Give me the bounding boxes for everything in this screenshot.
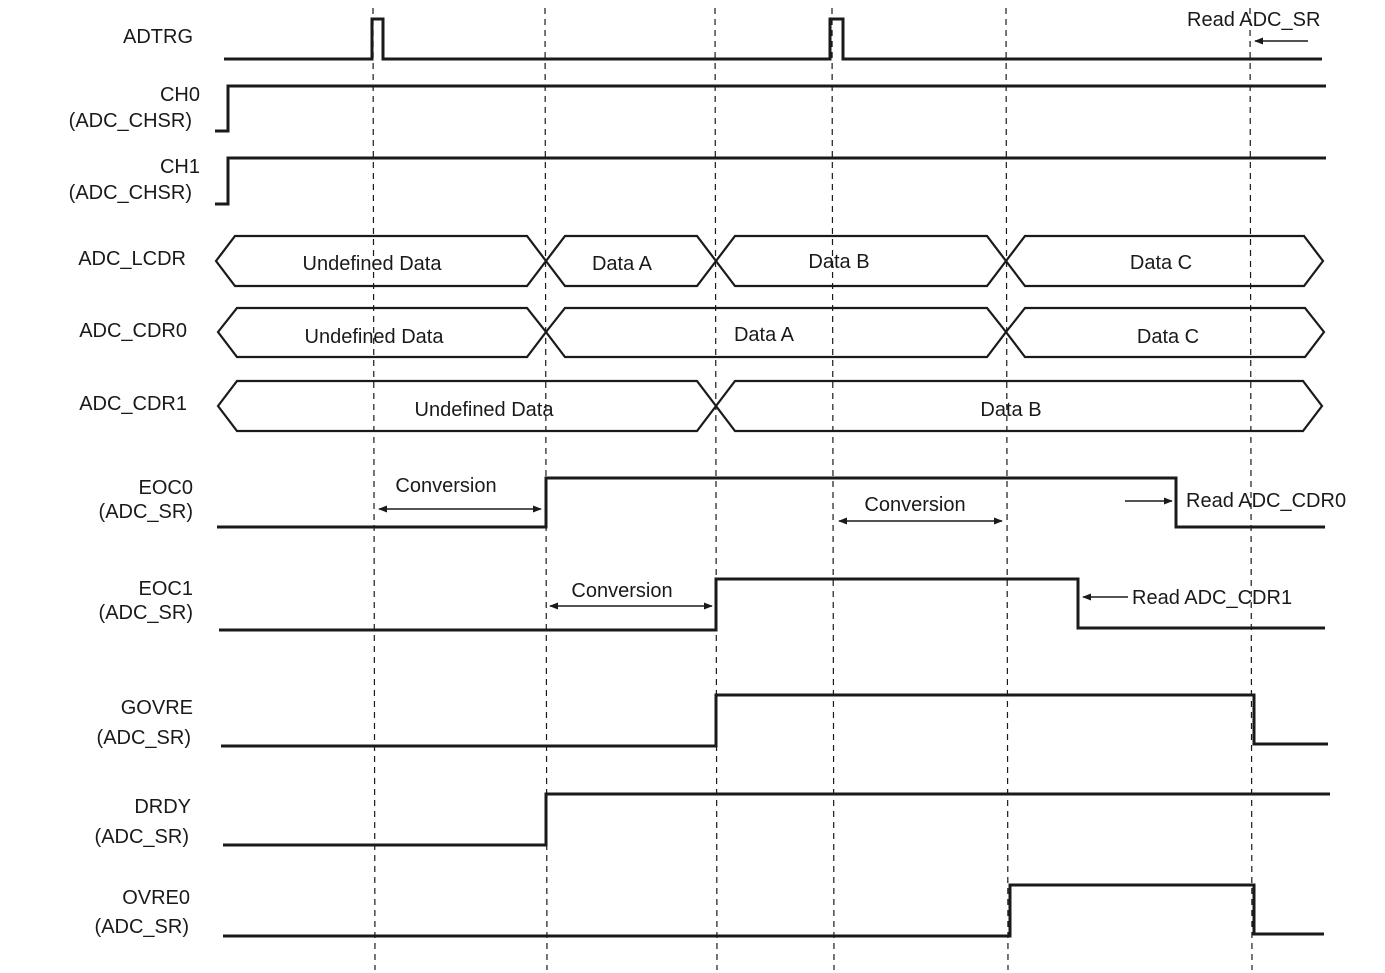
bus-cdr0-label-undefined: Undefined Data [305, 326, 445, 348]
wave-ch1 [215, 156, 1326, 206]
bus-lcdr-label-data-b: Data B [808, 251, 869, 273]
label-ch1: CH1 [160, 156, 200, 178]
guide-read-sr [1249, 7, 1253, 971]
waveforms [215, 17, 1330, 938]
conversion-label-eoc0-second: Conversion [864, 494, 965, 516]
wave-drdy [223, 792, 1330, 847]
label-drdy: DRDY [134, 796, 191, 818]
label-adc-lcdr: ADC_LCDR [78, 248, 186, 270]
bus-cdr1-label-undefined: Undefined Data [415, 399, 555, 421]
label-eoc0-register: (ADC_SR) [99, 501, 193, 523]
read-adc-sr-label: Read ADC_SR [1187, 9, 1320, 31]
bus-lcdr-label-undefined: Undefined Data [303, 253, 443, 275]
bus-lcdr-label-data-a: Data A [592, 253, 653, 275]
guide-second-cdr0 [1005, 7, 1009, 971]
bus-adc-cdr0: Undefined Data Data A Data C [216, 306, 1326, 359]
annotations: Conversion Conversion Conversion Read AD… [378, 9, 1346, 610]
wave-eoc0 [217, 476, 1325, 529]
label-adc-cdr0: ADC_CDR0 [79, 320, 187, 342]
guide-trigger-1 [372, 7, 376, 971]
label-adc-cdr1: ADC_CDR1 [79, 393, 187, 415]
bus-adc-cdr1: Undefined Data Data B [216, 379, 1324, 433]
conversion-label-eoc1: Conversion [571, 580, 672, 602]
time-guides [372, 7, 1253, 971]
label-ovre0: OVRE0 [122, 887, 190, 909]
bus-cdr0-segment-data-c [1004, 306, 1326, 359]
label-ch0: CH0 [160, 84, 200, 106]
wave-eoc1 [219, 577, 1325, 632]
guide-eoc1-rise [714, 7, 718, 971]
bus-cdr0-label-data-c: Data C [1137, 326, 1199, 348]
label-govre: GOVRE [121, 697, 193, 719]
conversion-label-eoc0-first: Conversion [395, 475, 496, 497]
label-eoc1-register: (ADC_SR) [99, 602, 193, 624]
bus-cdr1-segment-data-b [714, 379, 1324, 433]
label-ovre0-register: (ADC_SR) [95, 916, 189, 938]
bus-lcdr-segment-data-c [1004, 234, 1325, 288]
label-ch1-register: (ADC_CHSR) [69, 182, 192, 204]
wave-ovre0 [223, 883, 1324, 938]
wave-govre [221, 693, 1328, 748]
label-ch0-register: (ADC_CHSR) [69, 110, 192, 132]
read-adc-cdr1-label: Read ADC_CDR1 [1132, 587, 1292, 609]
wave-adtrg [224, 17, 1322, 61]
wave-ch0 [215, 84, 1326, 133]
label-eoc0: EOC0 [139, 477, 193, 499]
bus-cdr0-label-data-a: Data A [734, 324, 795, 346]
label-govre-register: (ADC_SR) [97, 727, 191, 749]
read-adc-cdr0-label: Read ADC_CDR0 [1186, 490, 1346, 512]
bus-lcdr-label-data-c: Data C [1130, 252, 1192, 274]
label-adtrg: ADTRG [123, 26, 193, 48]
label-eoc1: EOC1 [139, 578, 193, 600]
bus-cdr1-label-data-b: Data B [980, 399, 1041, 421]
guide-trigger-2 [831, 7, 835, 971]
signal-labels: ADTRG CH0 (ADC_CHSR) CH1 (ADC_CHSR) ADC_… [69, 26, 200, 938]
label-drdy-register: (ADC_SR) [95, 826, 189, 848]
bus-adc-lcdr: Undefined Data Data A Data B Data C [214, 234, 1325, 288]
